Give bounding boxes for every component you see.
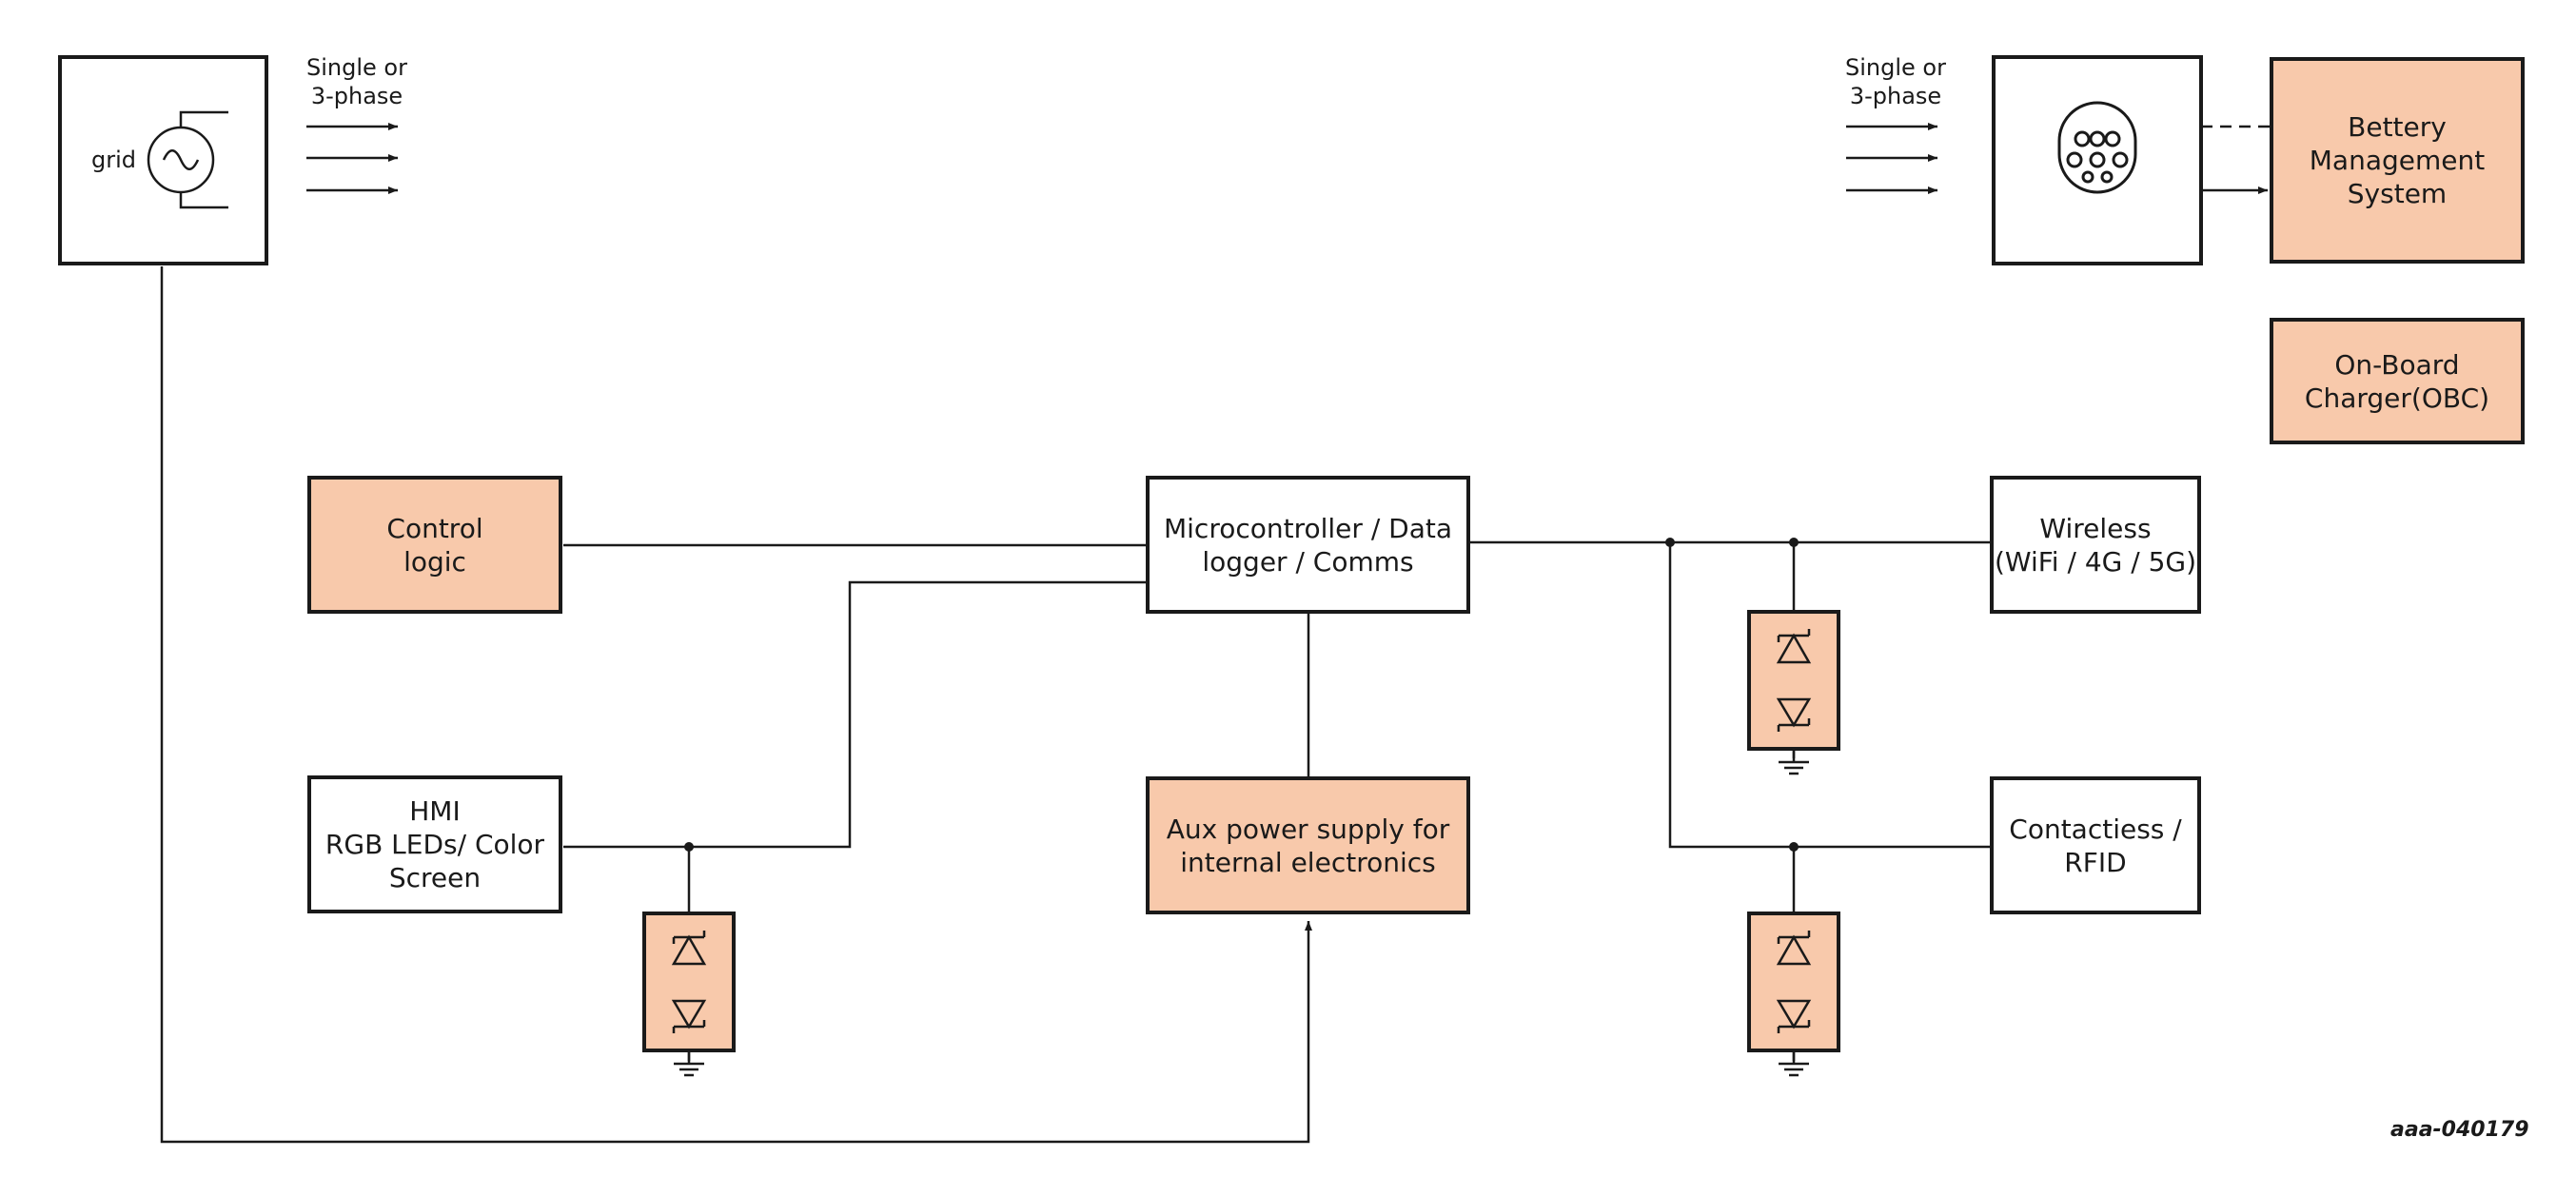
contactless-rfid-block: Contactiess / RFID (1990, 776, 2201, 914)
contactless-link-line (1668, 542, 1990, 849)
grid-box (58, 55, 268, 265)
ev-connector-icon (2057, 101, 2137, 194)
ac-source-icon (147, 110, 228, 209)
hmi-link-line (563, 580, 1146, 849)
ev-connector-box (1992, 55, 2203, 265)
microcontroller-block: Microcontroller / Data logger / Comms (1146, 476, 1470, 614)
tvs-diode-icon (1747, 912, 1840, 1052)
ground-icon (674, 1050, 704, 1077)
grid-label: grid (91, 147, 137, 173)
tvs-diode-icon (1747, 610, 1840, 751)
phase-arrows-right (1846, 123, 1937, 194)
on-board-charger-block: On-Board Charger(OBC) (2270, 318, 2525, 444)
wireless-label: Wireless (WiFi / 4G / 5G) (1994, 512, 2197, 578)
on-board-charger-label: On-Board Charger(OBC) (2304, 348, 2490, 414)
hmi-block: HMI RGB LEDs/ Color Screen (307, 775, 562, 913)
wireless-block: Wireless (WiFi / 4G / 5G) (1990, 476, 2201, 614)
junction-dots (684, 538, 1799, 852)
battery-management-system-block: Bettery Management System (2270, 57, 2525, 264)
ground-icon (1779, 749, 1809, 775)
figure-id: aaa-040179 (2390, 1118, 2529, 1142)
aux-power-supply-block: Aux power supply for internal electronic… (1146, 776, 1470, 914)
ground-icon (1779, 1050, 1809, 1077)
control-logic-label: Control logic (386, 512, 483, 578)
supply-label-right: Single or 3-phase (1845, 54, 1946, 109)
battery-management-system-label: Bettery Management System (2309, 111, 2486, 209)
contactless-rfid-label: Contactiess / RFID (2009, 813, 2182, 878)
grid-feed-line (160, 266, 1312, 1144)
tvs-diode-icon (642, 912, 736, 1052)
hmi-label: HMI RGB LEDs/ Color Screen (324, 795, 545, 893)
aux-power-supply-label: Aux power supply for internal electronic… (1166, 813, 1450, 878)
control-logic-block: Control logic (307, 476, 562, 614)
microcontroller-label: Microcontroller / Data logger / Comms (1163, 512, 1453, 578)
phase-arrows-left (306, 123, 398, 194)
supply-label-left: Single or 3-phase (306, 54, 407, 109)
